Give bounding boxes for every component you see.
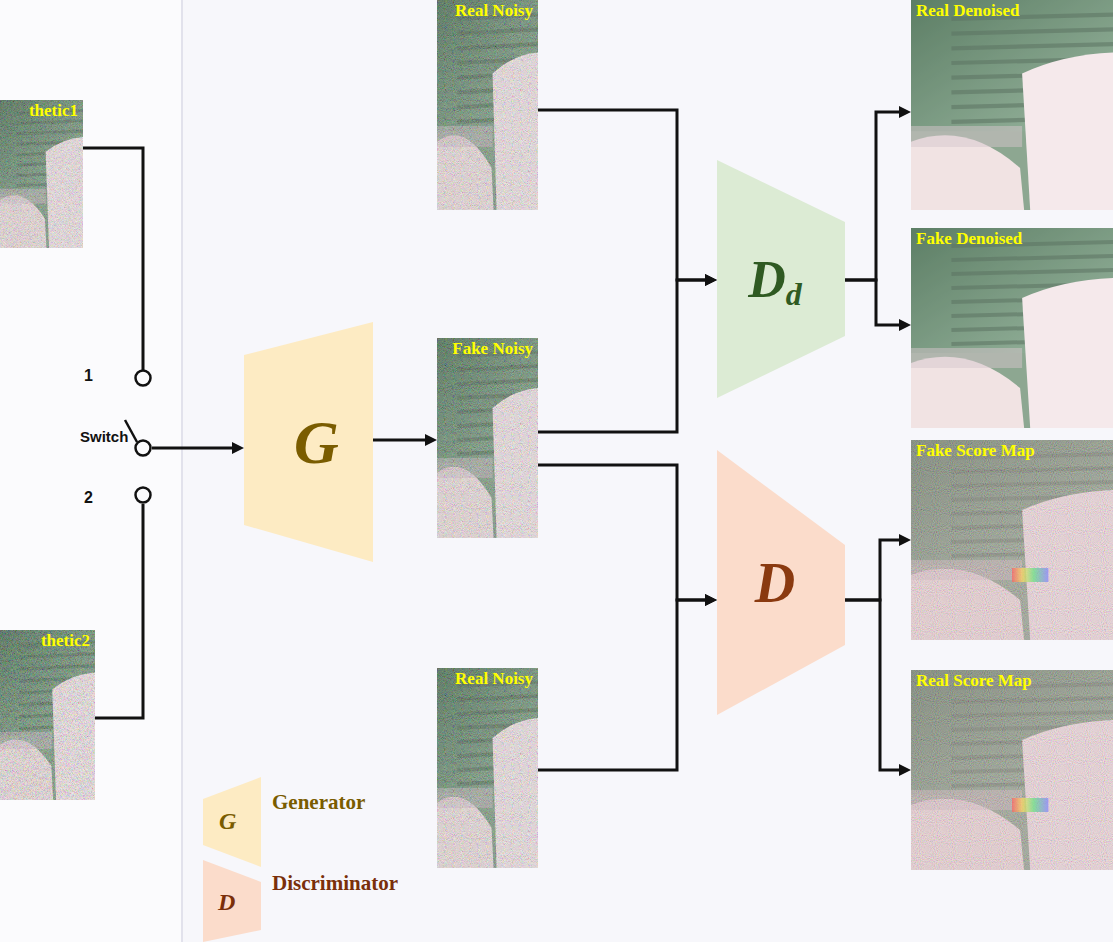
discriminator-block: D: [717, 450, 845, 715]
image-panel: Real Noisy: [437, 0, 538, 210]
connector: [373, 434, 437, 446]
image-panel: Real Denoised: [911, 0, 1113, 210]
image-panel: Real Noisy: [437, 668, 538, 868]
connector: [845, 280, 911, 331]
generator-block: G: [244, 322, 373, 562]
connector: [538, 465, 717, 606]
image-caption: Fake Noisy: [437, 338, 538, 360]
legend-letter: G: [219, 808, 236, 835]
block-label: D: [717, 450, 845, 715]
legend-text: Generator: [272, 790, 365, 815]
block-subscript: d: [786, 276, 802, 313]
image-caption: thetic1: [0, 100, 83, 122]
connector: [845, 534, 911, 600]
image-panel: Real Score Map: [911, 670, 1113, 870]
switch-symbol: Switch: [78, 370, 152, 504]
image-panel: thetic2: [0, 630, 95, 800]
legend-letter: D: [218, 889, 235, 916]
connector: [538, 110, 717, 286]
image-caption: Real Denoised: [911, 0, 1113, 22]
image-caption: Fake Denoised: [911, 228, 1113, 250]
connector: [95, 504, 143, 718]
image-panel: Fake Denoised: [911, 228, 1113, 428]
connector: [538, 594, 717, 770]
block-label: Dd: [717, 160, 845, 398]
connector: [83, 148, 143, 370]
denoiser-block: Dd: [717, 160, 845, 398]
image-panel: Fake Score Map: [911, 440, 1113, 640]
block-label: G: [244, 322, 373, 562]
image-caption: Fake Score Map: [911, 440, 1113, 462]
legend-text: Discriminator: [272, 871, 398, 896]
connector: [152, 442, 244, 454]
block-letter: G: [294, 407, 339, 478]
switch-pole-number: 1: [84, 367, 93, 385]
image-panel: Fake Noisy: [437, 338, 538, 538]
switch-pole-number: 2: [84, 489, 93, 507]
connector: [845, 106, 911, 280]
connector: [845, 600, 911, 776]
image-caption: Real Score Map: [911, 670, 1113, 692]
image-caption: Real Noisy: [437, 0, 538, 22]
image-panel: thetic1: [0, 100, 83, 248]
block-letter: D: [755, 551, 795, 615]
block-letter: D: [748, 250, 786, 309]
image-caption: Real Noisy: [437, 668, 538, 690]
switch-label: Switch: [80, 428, 128, 445]
image-caption: thetic2: [0, 630, 95, 652]
connector: [538, 274, 717, 432]
